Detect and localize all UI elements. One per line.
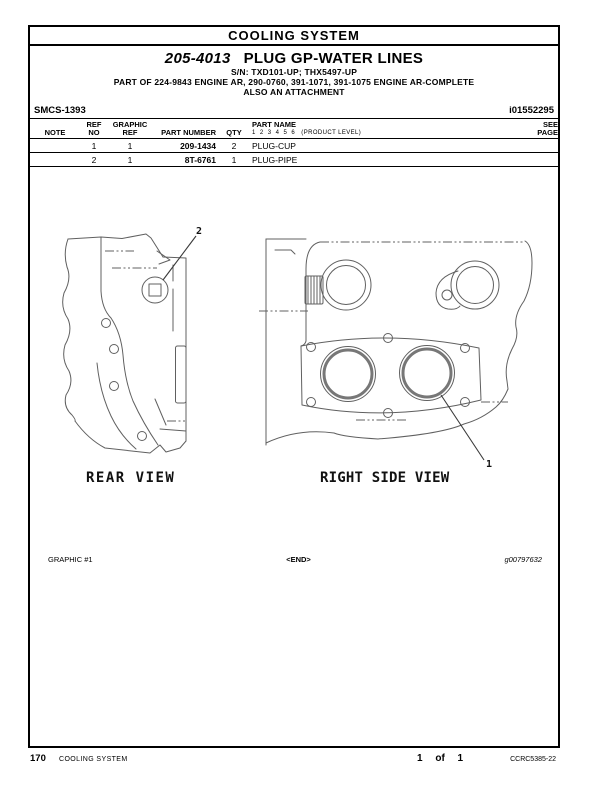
flange-centerlines <box>356 401 508 421</box>
port-circle-right-inner <box>456 266 494 304</box>
graphic-id: g00797632 <box>504 555 542 564</box>
cell-graphic-ref: 1 <box>108 138 152 153</box>
callout-1-leader <box>440 394 485 461</box>
cell-see-page <box>512 138 558 153</box>
cell-part-name: PLUG-PIPE <box>252 152 512 167</box>
end-marker: <END> <box>286 555 311 564</box>
callout-2-leader <box>162 235 197 281</box>
flange-bore-left-outer <box>320 346 376 402</box>
port-lobe <box>435 270 461 310</box>
rear-notch <box>156 250 171 265</box>
rear-side-slot <box>175 345 187 404</box>
col-part-number: PART NUMBER <box>152 119 216 139</box>
title-block: 205-4013 PLUG GP-WATER LINES S/N: TXD101-… <box>30 51 558 98</box>
lobe-hole <box>441 289 453 301</box>
doc-code: CCRC5385-22 <box>510 755 556 763</box>
threaded-plug-hatch <box>307 275 321 305</box>
page-border: COOLING SYSTEM 205-4013 PLUG GP-WATER LIN… <box>28 25 560 748</box>
table-row: 2 1 8T-6761 1 PLUG-PIPE <box>30 152 558 167</box>
bolt-hole <box>460 397 470 407</box>
product-level-scale: 1 2 3 4 5 6 (PRODUCT LEVEL) <box>252 130 362 136</box>
rear-outline-top <box>67 233 164 258</box>
bolt-hole <box>306 397 316 407</box>
attachment-line: ALSO AN ATTACHMENT <box>243 87 345 97</box>
rear-centerlines <box>105 250 186 422</box>
col-part-name: PART NAME 1 2 3 4 5 6 (PRODUCT LEVEL) <box>252 119 512 139</box>
bolt-hole <box>109 344 119 354</box>
cell-part-name: PLUG-CUP <box>252 138 512 153</box>
flange-bore-right-outer <box>399 345 455 401</box>
bolt-hole <box>306 342 316 352</box>
cell-part-number: 209-1434 <box>152 138 216 153</box>
right-side-view-label: RIGHT SIDE VIEW <box>320 470 450 486</box>
rear-view-label: REAR VIEW <box>86 470 175 486</box>
rear-right-details <box>154 264 187 432</box>
port-circle-right-outer <box>450 260 500 310</box>
part-of-line: PART OF 224-9843 ENGINE AR, 290-0760, 39… <box>113 77 475 87</box>
plug-square <box>148 283 162 297</box>
callout-2-number: 2 <box>196 226 202 237</box>
right-outline-top-left <box>265 238 307 255</box>
sheet-count: 1 of 1 <box>417 753 464 764</box>
cell-graphic-ref: 1 <box>108 152 152 167</box>
rear-inner-edge <box>100 236 159 446</box>
rear-view-diagram: 2 REAR VIEW <box>62 226 202 486</box>
plug-cup-boss-circle <box>141 276 169 304</box>
graphic-footer: GRAPHIC #1 <END> g00797632 <box>30 555 558 564</box>
rear-inner-edge-2 <box>96 362 137 450</box>
col-note: NOTE <box>30 119 80 139</box>
port-circle-left-inner <box>326 265 366 305</box>
cell-part-number: 8T-6761 <box>152 152 216 167</box>
cell-note <box>30 138 80 153</box>
callout-1-number: 1 <box>486 459 492 470</box>
cell-qty: 1 <box>216 152 252 167</box>
section-header: COOLING SYSTEM <box>30 27 558 46</box>
smcs-code: SMCS-1393 <box>34 105 86 116</box>
smcs-row: SMCS-1393 i01552295 <box>30 105 558 119</box>
page-number: 170 <box>30 753 46 764</box>
group-part-number: 205-4013 <box>164 50 231 67</box>
group-title: 205-4013 PLUG GP-WATER LINES <box>30 51 558 67</box>
port-circle-left-outer <box>320 259 372 311</box>
rear-outline-bottom <box>74 420 187 454</box>
right-outline-right-edge <box>505 240 533 390</box>
bolt-hole <box>383 408 393 418</box>
bolt-hole <box>101 318 111 328</box>
doc-id: i01552295 <box>509 105 554 116</box>
bolt-hole <box>383 333 393 343</box>
group-name: PLUG GP-WATER LINES <box>243 50 424 67</box>
page-footer: 170 COOLING SYSTEM 1 of 1 CCRC5385-22 <box>28 753 556 767</box>
cell-qty: 2 <box>216 138 252 153</box>
serial-number-line: S/N: TXD101-UP; THX5497-UP <box>230 67 358 77</box>
graphic-label: GRAPHIC #1 <box>48 555 93 564</box>
col-qty: QTY <box>216 119 252 139</box>
flange-outline <box>300 337 482 414</box>
cell-see-page <box>512 152 558 167</box>
bolt-hole <box>137 431 147 441</box>
footer-section: COOLING SYSTEM <box>59 755 128 763</box>
rear-break-line <box>62 238 76 422</box>
cell-ref-no: 1 <box>80 138 108 153</box>
cell-ref-no: 2 <box>80 152 108 167</box>
section-title: COOLING SYSTEM <box>228 28 360 43</box>
bolt-hole <box>460 343 470 353</box>
right-side-view-diagram: 1 RIGHT SIDE VIEW <box>259 238 533 486</box>
table-row: 1 1 209-1434 2 PLUG-CUP <box>30 138 558 153</box>
cell-note <box>30 152 80 167</box>
flange-bore-left-ring <box>322 348 374 400</box>
flange-bore-right-ring <box>401 347 453 399</box>
right-outline-bottom <box>265 388 509 444</box>
bolt-hole <box>109 381 119 391</box>
